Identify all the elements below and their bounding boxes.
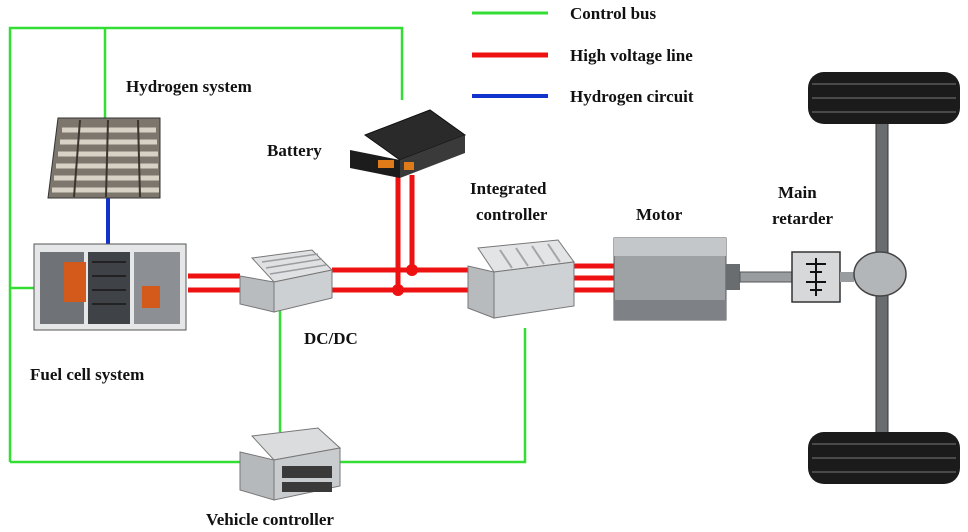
label-integrated-controller-line1: Integrated <box>470 179 547 198</box>
hv-junction-upper <box>406 264 418 276</box>
main-retarder-image <box>791 251 854 303</box>
integrated-controller-image <box>467 239 575 319</box>
dcdc-converter-image <box>239 249 334 313</box>
legend-label-high-voltage: High voltage line <box>570 46 693 65</box>
control-bus-lines <box>8 26 527 464</box>
label-vehicle-controller: Vehicle controller <box>206 510 334 529</box>
battery-image <box>350 109 467 178</box>
label-motor: Motor <box>636 205 683 224</box>
fuel-cell-system-image <box>33 243 187 331</box>
label-hydrogen-system: Hydrogen system <box>126 77 252 96</box>
label-fuel-cell-system: Fuel cell system <box>30 365 144 384</box>
hv-junction-lower <box>392 284 404 296</box>
motor-image <box>613 237 793 321</box>
label-main-retarder-line2: retarder <box>772 209 833 228</box>
label-integrated-controller-line2: controller <box>476 205 548 224</box>
legend: Control bus High voltage line Hydrogen c… <box>472 4 694 106</box>
wheel-bottom <box>808 432 960 484</box>
drive-axle-image <box>853 117 907 437</box>
label-main-retarder-line1: Main <box>778 183 817 202</box>
hydrogen-system-image <box>47 117 161 199</box>
legend-label-hydrogen: Hydrogen circuit <box>570 87 694 106</box>
wheel-top <box>808 72 960 124</box>
vehicle-controller-image <box>239 427 342 501</box>
label-battery: Battery <box>267 141 322 160</box>
label-dcdc: DC/DC <box>304 329 358 348</box>
legend-label-control-bus: Control bus <box>570 4 657 23</box>
component-labels: Hydrogen system Battery Integrated contr… <box>30 77 833 529</box>
